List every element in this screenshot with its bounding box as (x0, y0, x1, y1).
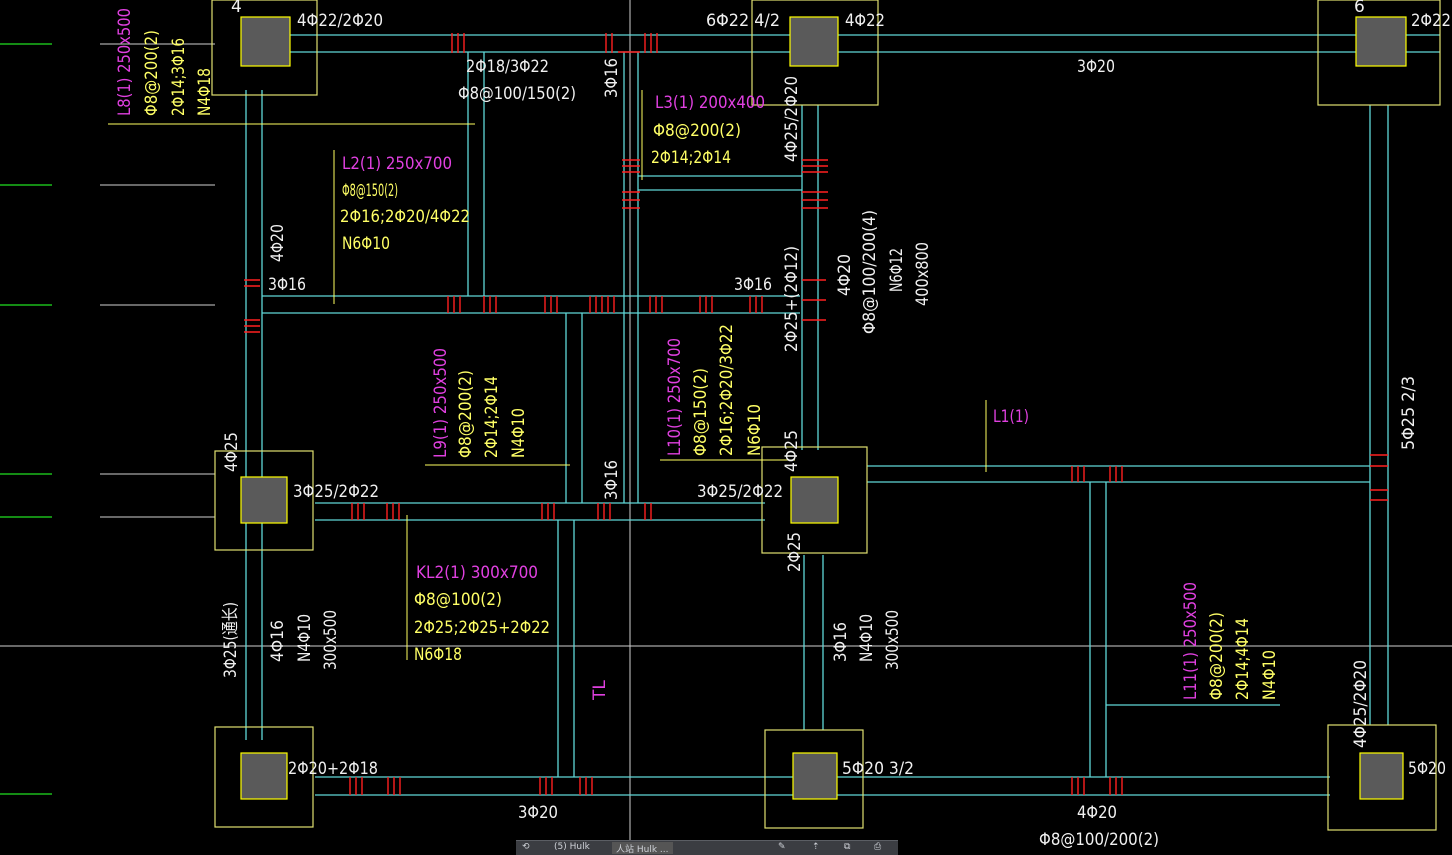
label-l10-stirrup: Φ8@150(2) (691, 368, 711, 456)
taskbar-item-app1[interactable]: (5) Hulk (554, 842, 590, 852)
label-b-4phi20: 4Φ20 (1077, 803, 1117, 823)
label-l3-stirrup: Φ8@200(2) (653, 121, 741, 141)
label-top-beam-bottom: 3Φ20 (1077, 57, 1115, 77)
label-l9-name: L9(1) 250x500 (431, 348, 451, 458)
label-kl-right-size: 400x800 (913, 242, 933, 306)
label-left-n4phi10: N4Φ10 (295, 614, 315, 662)
label-v-3phi16-mid: 3Φ16 (602, 460, 622, 500)
label-vert-3phi16-top: 3Φ16 (602, 58, 622, 98)
label-top-beam-mid2: Φ8@100/150(2) (458, 84, 576, 104)
label-v-4phi25-2phi20: 4Φ25/2Φ20 (782, 76, 802, 162)
beams (245, 34, 1440, 796)
label-kl-right-stirrup: Φ8@100/200(4) (860, 210, 880, 334)
label-right-4phi25-2phi20: 4Φ25/2Φ20 (1351, 660, 1371, 748)
label-c-left-4phi25: 4Φ25 (222, 432, 242, 472)
label-b-stirrup: Φ8@100/200(2) (1039, 830, 1159, 850)
label-mid-v-n4phi10: N4Φ10 (857, 614, 877, 662)
label-l2-stirrup: Φ8@150(2) (342, 181, 398, 201)
label-mid-3phi16-left: 3Φ16 (268, 275, 306, 295)
label-l11-side: N4Φ10 (1260, 650, 1280, 700)
label-l10-name: L10(1) 250x700 (665, 338, 685, 456)
label-c3-top-right: 2Φ22 (1411, 11, 1451, 31)
axis-ticks (0, 43, 215, 795)
label-top-beam-mid1: 2Φ18/3Φ22 (466, 57, 549, 77)
label-l8-side: N4Φ18 (195, 68, 215, 116)
label-l2-bars: 2Φ16;2Φ20/4Φ22 (340, 207, 470, 227)
label-b-3phi20: 3Φ20 (518, 803, 558, 823)
label-kl-right-side: N6Φ12 (887, 248, 907, 292)
label-b-left: 2Φ20+2Φ18 (288, 759, 378, 779)
taskbar-item-pen[interactable]: ✎ (778, 842, 786, 852)
label-c1-top: 4Φ22/2Φ20 (297, 11, 383, 31)
label-left-col-4phi20: 4Φ20 (268, 224, 288, 262)
label-l10-bars: 2Φ16;2Φ20/3Φ22 (717, 324, 737, 456)
label-l11-stirrup: Φ8@200(2) (1207, 612, 1227, 700)
label-l9-side: N4Φ10 (509, 408, 529, 458)
taskbar-item-copy[interactable]: ⧉ (844, 842, 851, 852)
label-kl2-bars: 2Φ25;2Φ25+2Φ22 (414, 618, 550, 638)
label-l1-name: L1(1) (993, 407, 1029, 427)
columns (211, 0, 1441, 831)
label-l8-bars: 2Φ14;3Φ16 (169, 38, 189, 116)
label-tl: TL (590, 680, 610, 701)
label-c3-side: 6 (1354, 0, 1365, 17)
rebar-labels: 4 4Φ22/2Φ20 6Φ22 4/2 4Φ22 6 2Φ22 3Φ20 2Φ… (115, 0, 1451, 850)
label-l8-name: L8(1) 250x500 (115, 8, 135, 116)
label-l11-name: L11(1) 250x500 (1181, 582, 1201, 700)
label-b-right-5phi20: 5Φ20 (1408, 759, 1446, 779)
label-c2-top-left: 6Φ22 4/2 (706, 11, 780, 31)
label-l10-side: N6Φ10 (745, 404, 765, 456)
taskbar-item-print[interactable]: ⎙ (874, 842, 882, 852)
label-v-2phi25-2phi12: 2Φ25+(2Φ12) (782, 246, 802, 352)
label-mid-3phi16-right: 3Φ16 (734, 275, 772, 295)
leader-lines (108, 90, 987, 660)
label-kl2-stirrup: Φ8@100(2) (414, 590, 502, 610)
label-c2-top-right: 4Φ22 (845, 11, 885, 31)
label-l3-bars: 2Φ14;2Φ14 (651, 148, 731, 168)
label-left-300x500: 300x500 (321, 610, 341, 670)
taskbar-item-upload[interactable]: ⇡ (812, 842, 820, 852)
label-left-3phi25-long: 3Φ25(通长) (221, 602, 241, 678)
label-l9-bars: 2Φ14;2Φ14 (482, 376, 502, 458)
taskbar-item-refresh[interactable]: ⟲ (522, 842, 530, 852)
stirrup-marks (244, 33, 1388, 795)
label-c-mid-2phi25: 2Φ25 (785, 532, 805, 572)
label-kl2-name: KL2(1) 300x700 (416, 563, 538, 583)
label-mid-v-3phi16: 3Φ16 (831, 622, 851, 662)
taskbar: ⟲ (5) Hulk 人站 Hulk ... ✎ ⇡ ⧉ ⎙ (516, 840, 898, 855)
label-c-mid-beam: 3Φ25/2Φ22 (697, 482, 783, 502)
label-b-mid-5phi20: 5Φ20 3/2 (842, 759, 914, 779)
label-kl-right-4phi20: 4Φ20 (835, 254, 855, 296)
label-l2-side: N6Φ10 (342, 234, 390, 254)
label-left-4phi16: 4Φ16 (268, 620, 288, 662)
label-l11-bars: 2Φ14;4Φ14 (1233, 618, 1253, 700)
label-c-left-beam: 3Φ25/2Φ22 (293, 482, 379, 502)
label-l9-stirrup: Φ8@200(2) (456, 370, 476, 458)
label-l2-name: L2(1) 250x700 (342, 154, 452, 174)
label-c1-side: 4 (231, 0, 242, 17)
label-kl2-side: N6Φ18 (414, 645, 462, 665)
label-c-mid-4phi25: 4Φ25 (782, 430, 802, 472)
label-mid-v-300x500: 300x500 (883, 610, 903, 670)
label-l3-name: L3(1) 200x400 (655, 93, 765, 113)
label-right-5phi25: 5Φ25 2/3 (1399, 376, 1419, 450)
label-l8-stirrup: Φ8@200(2) (142, 30, 162, 116)
taskbar-item-app2[interactable]: 人站 Hulk ... (612, 842, 673, 855)
